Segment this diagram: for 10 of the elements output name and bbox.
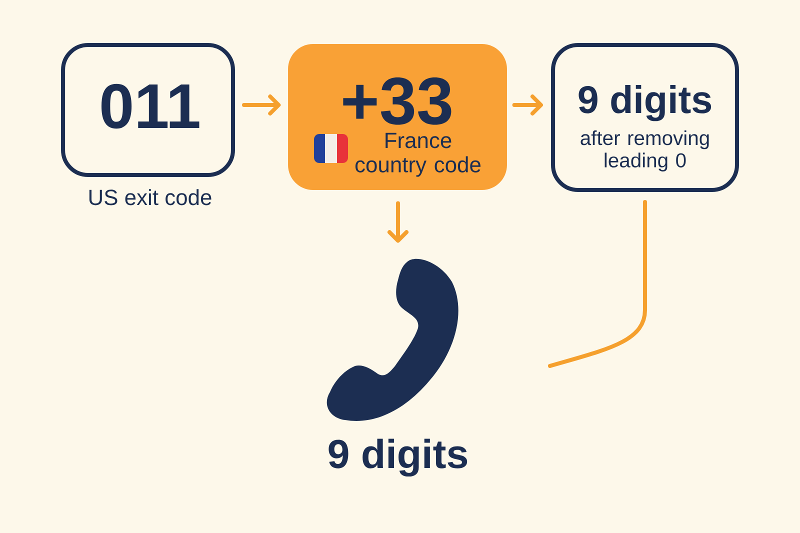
number-box: 011 — [61, 42, 236, 177]
node-label: 9 digits — [328, 438, 468, 477]
number-box: 9 digits after removing leading 0 — [551, 42, 739, 192]
connector-line — [548, 200, 648, 368]
arrow — [242, 94, 281, 116]
phone-icon — [326, 258, 458, 421]
arrow — [388, 201, 409, 243]
arrow — [512, 94, 543, 116]
number-box: +33 France country code — [288, 44, 507, 190]
node-label: US exit code — [89, 189, 212, 206]
